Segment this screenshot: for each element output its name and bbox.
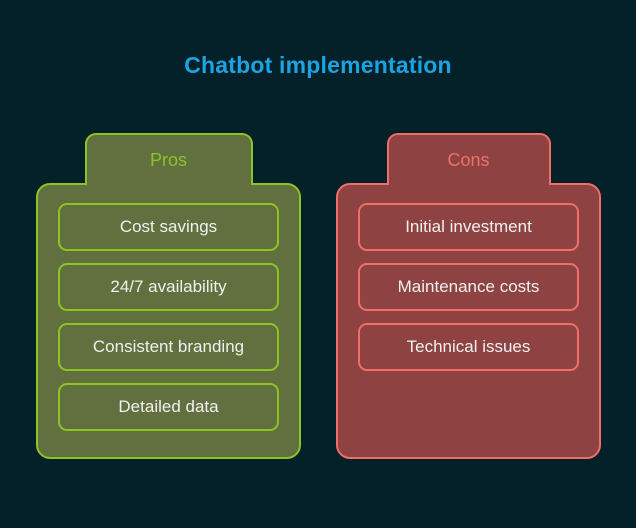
list-item-label: Detailed data [118,397,219,416]
tab-cons[interactable]: Cons [386,133,551,185]
list-item-label: Maintenance costs [397,277,540,296]
list-item[interactable]: Technical issues [358,323,579,371]
list-item-label: Cost savings [119,217,218,236]
list-item[interactable]: Maintenance costs [358,263,579,311]
pros-column: Pros Cost savings 24/7 availability Cons… [36,133,301,459]
list-item-label: 24/7 availability [110,277,227,296]
list-item[interactable]: 24/7 availability [58,263,279,311]
list-item-label: Initial investment [405,217,532,236]
pros-panel: Cost savings 24/7 availability Consisten… [36,183,301,459]
list-item-label: Technical issues [406,337,531,356]
list-item[interactable]: Cost savings [58,203,279,251]
list-item[interactable]: Consistent branding [58,323,279,371]
page-title: Chatbot implementation [184,52,452,78]
cons-panel: Initial investment Maintenance costs Tec… [336,183,601,459]
tab-cons-label: Cons [447,149,490,170]
tab-pros[interactable]: Pros [84,133,253,185]
cons-column: Cons Initial investment Maintenance cost… [336,133,601,459]
tab-pros-label: Pros [149,149,187,170]
list-item-label: Consistent branding [92,337,245,356]
list-item[interactable]: Initial investment [358,203,579,251]
list-item[interactable]: Detailed data [58,383,279,431]
